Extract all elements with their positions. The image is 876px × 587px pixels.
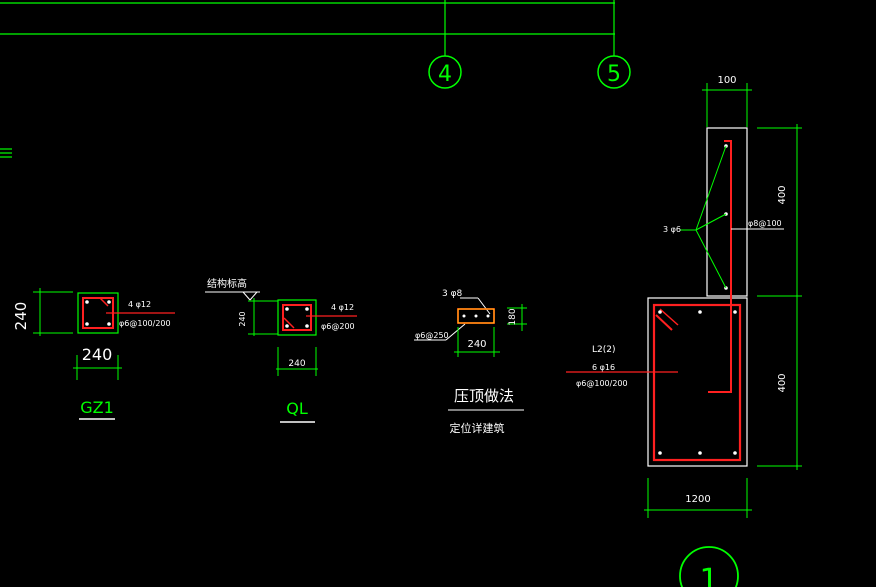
l2-lower-stirrup	[652, 303, 742, 462]
axis-label-4: 4	[438, 62, 452, 87]
l2-main-bar: 6 φ16	[592, 363, 615, 372]
l2-dim-lower-height: 400	[777, 373, 788, 392]
ql-outline	[277, 299, 317, 336]
yading-subtitle: 定位详建筑	[450, 421, 505, 435]
l2-dim-top-width: 100	[717, 75, 736, 86]
l2-dim-upper-height: 400	[777, 185, 788, 204]
gz1-dim-horizontal: 240	[82, 345, 113, 364]
ql-dim-horizontal: 240	[288, 359, 305, 369]
l2-upper-outline	[706, 127, 748, 297]
axis-bubble-5: 5	[597, 55, 631, 89]
gz1-dim-vertical: 240	[12, 302, 30, 331]
yading-title: 压顶做法	[454, 387, 514, 405]
axis-bubble-1: 1	[679, 546, 739, 587]
gz1-label: GZ1	[80, 398, 114, 417]
yading-stirrup-text: φ6@250	[415, 331, 449, 340]
l2-section: 100 400 400 1200 3 φ6 φ8@100 L2(2)	[566, 75, 802, 518]
gz1-stirrup-text: φ6@100/200	[119, 319, 171, 328]
gz1-section: 240 240 4 φ12 φ6@100/200 GZ1	[12, 288, 175, 420]
l2-stirrup-text: φ6@100/200	[576, 379, 628, 388]
axis-bubble-4: 4	[428, 55, 462, 89]
l2-upper-bars: 3 φ6	[663, 225, 681, 234]
l2-lower-outline	[647, 297, 748, 467]
ql-stirrup-text: φ6@200	[321, 322, 355, 331]
yading-section: 3 φ8 φ6@250 240 180 压顶做法 定位详建筑	[414, 289, 527, 435]
gz1-main-bar: 4 φ12	[128, 300, 151, 309]
ql-section: 结构标高 240 240 4 φ12 φ6@200 QL	[205, 277, 357, 423]
ql-stirrup	[282, 304, 312, 331]
yading-top-bar: 3 φ8	[442, 289, 463, 299]
grid-lines	[0, 0, 615, 158]
ql-dim-vertical: 240	[238, 311, 247, 326]
yading-dim-horizontal: 240	[467, 339, 486, 350]
axis-label-5: 5	[607, 62, 621, 87]
ql-label: QL	[286, 399, 308, 418]
yading-dim-vertical: 180	[508, 308, 518, 325]
l2-upper-stirrup: φ8@100	[748, 219, 782, 228]
axis-label-1: 1	[699, 563, 718, 587]
ql-main-bar: 4 φ12	[331, 303, 354, 312]
ql-elevation-note: 结构标高	[207, 277, 247, 290]
l2-beam-name: L2(2)	[592, 345, 616, 355]
l2-dim-bottom-width: 1200	[685, 494, 710, 505]
